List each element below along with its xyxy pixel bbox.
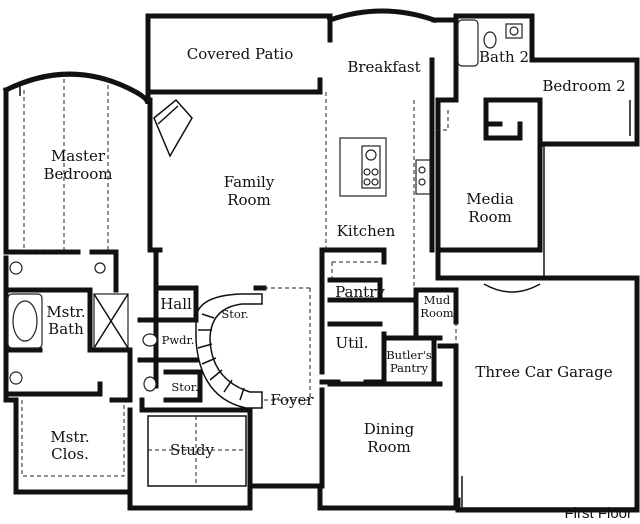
- label-butlers-pantry-line2: Pantry: [390, 361, 429, 375]
- label-foyer: Foyer: [270, 391, 314, 409]
- range-icon: [415, 159, 431, 195]
- toilet-icon: [483, 31, 497, 49]
- label-master-bedroom-line2: Bedroom: [44, 165, 113, 183]
- label-powder: Pwdr.: [162, 333, 195, 347]
- master-sink-right-icon: [9, 371, 23, 385]
- label-mud-room-line1: Mud: [424, 293, 451, 307]
- label-covered-patio: Covered Patio: [187, 45, 294, 63]
- curved-staircase: [195, 293, 263, 409]
- label-hall: Hall: [160, 295, 192, 313]
- label-stair-storage: Stor.: [221, 307, 248, 321]
- label-media-room-line2: Room: [468, 208, 512, 226]
- label-pantry: Pantry: [335, 283, 385, 301]
- label-breakfast: Breakfast: [347, 58, 420, 76]
- label-dining-room-line1: Dining: [364, 420, 415, 438]
- label-family-room-line2: Room: [227, 191, 271, 209]
- bathtub-icon: [457, 19, 479, 67]
- label-bedroom-2: Bedroom 2: [542, 77, 625, 95]
- label-mud-room-line2: Room: [420, 306, 454, 320]
- label-family-room-line1: Family: [224, 173, 275, 191]
- label-kitchen: Kitchen: [337, 222, 396, 240]
- floor-caption: First Floor: [565, 505, 633, 522]
- label-master-bath-line2: Bath: [48, 320, 84, 338]
- label-media-room-line1: Media: [466, 190, 514, 208]
- label-master-closet-line1: Mstr.: [50, 428, 89, 446]
- label-utility: Util.: [335, 334, 368, 352]
- label-three-car-garage: Three Car Garage: [475, 363, 612, 381]
- label-storage: Stor.: [171, 380, 198, 394]
- dashed-lines: [21, 72, 457, 486]
- label-dining-room-line2: Room: [367, 438, 411, 456]
- room-labels: Covered Patio Breakfast Bath 2 Bedroom 2…: [44, 45, 626, 463]
- label-master-bath-line1: Mstr.: [46, 303, 85, 321]
- label-butlers-pantry-line1: Butler's: [386, 348, 432, 362]
- master-sink-left-icon: [9, 261, 23, 275]
- detail-lines: [19, 82, 637, 509]
- powder-toilet-icon: [142, 333, 158, 347]
- label-bath-2: Bath 2: [479, 48, 529, 66]
- fixtures: [7, 19, 523, 409]
- label-master-closet-line2: Clos.: [51, 445, 89, 463]
- label-master-bedroom-line1: Master: [51, 147, 106, 165]
- label-study: Study: [170, 441, 215, 459]
